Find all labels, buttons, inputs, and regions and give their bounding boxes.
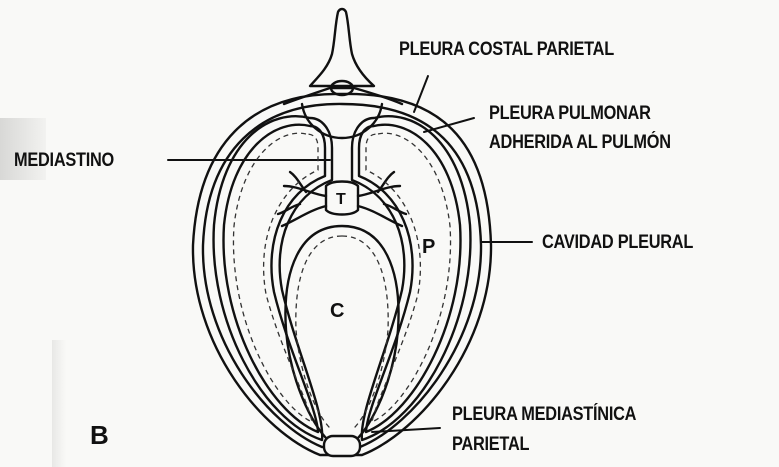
panel-letter: B [90,420,109,451]
label-cavidad-pleural: CAVIDAD PLEURAL [542,231,693,254]
spinous-process [310,9,374,86]
label-pleura-mediastinica-line1: PLEURA MEDIASTÍNICA [452,403,636,426]
trachea-region-label: T [336,191,346,209]
sternum [324,436,360,456]
label-pleura-mediastinica-line2: PARIETAL [452,433,529,456]
heart-outline [285,226,398,440]
right-pleura-inner [359,125,460,432]
thoracic-wall-outer [193,94,491,455]
lung-region-label: P [422,236,435,259]
label-mediastino: MEDIASTINO [14,149,114,172]
label-pleura-costal-parietal: PLEURA COSTAL PARIETAL [399,38,614,61]
label-pleura-pulmonar-line2: ADHERIDA AL PULMÓN [489,131,671,154]
heart-region-label: C [330,300,344,323]
vertebral-body [302,104,382,138]
label-pleura-pulmonar-line1: PLEURA PULMONAR [489,102,651,125]
pointer-pleura-pulmonar [424,118,474,132]
